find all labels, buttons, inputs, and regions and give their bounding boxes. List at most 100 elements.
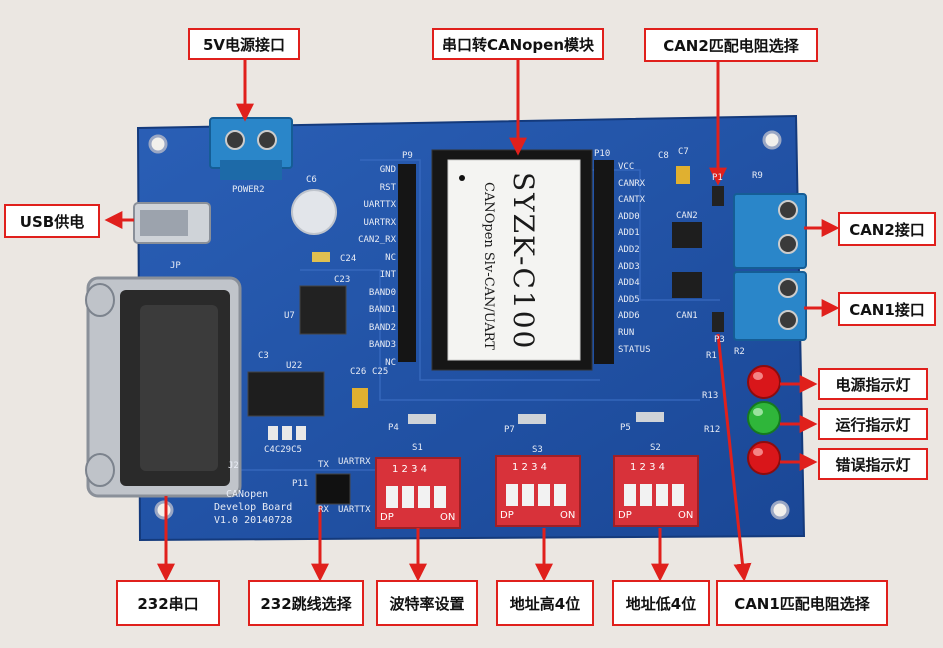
silk-p4: P4 (388, 423, 399, 433)
p9-pins-label: UARTTX (363, 200, 396, 210)
mounting-hole (770, 500, 790, 520)
callout-serial232: 232串口 (116, 580, 220, 626)
arrow-can1-term (716, 333, 752, 582)
p9-pins-label: RST (379, 182, 396, 193)
can1-transceiver (672, 272, 702, 298)
capacitor-c6 (291, 189, 337, 235)
silk-r2: R2 (734, 347, 745, 357)
callout-power5v: 5V电源接口 (188, 28, 300, 60)
callout-baud: 波特率设置 (376, 580, 478, 626)
silk-c25: C25 (372, 367, 389, 377)
silk-p3: P3 (714, 335, 725, 345)
dip-numbers-addr-high: 1 2 3 4 (512, 462, 547, 473)
callout-usb: USB供电 (4, 204, 100, 238)
p10-pins-label: CANRX (618, 178, 646, 189)
p10-pins-label: ADD4 (618, 278, 640, 289)
p9-pins-label: BAND3 (368, 340, 396, 350)
silk-s1: S1 (412, 443, 423, 453)
header-p9 (398, 164, 416, 362)
p9-pins-label: NC (385, 252, 396, 263)
silk-p10: P10 (594, 149, 611, 159)
silk-board-desc: Develop Board (214, 502, 293, 513)
dip-dp-addr-low: DP (618, 510, 632, 521)
run-led (747, 401, 781, 435)
silk-tx: TX (318, 460, 329, 470)
silk-c24: C24 (340, 254, 357, 264)
module-model-text: SYZK-C100 (507, 172, 540, 351)
silk-p11: P11 (292, 479, 309, 489)
error-led (747, 441, 781, 475)
silk-j2: J2 (228, 461, 239, 471)
silk-p7: P7 (504, 425, 515, 435)
silk-c4c29c5: C4C29C5 (264, 445, 302, 455)
p9-pins-label: CAN2_RX (358, 235, 396, 245)
silk-r13: R13 (702, 391, 719, 401)
silk-c6: C6 (306, 175, 317, 185)
ic-u22 (247, 371, 325, 417)
silk-r9: R9 (752, 171, 763, 181)
mounting-hole (762, 130, 782, 150)
mounting-hole (148, 134, 168, 154)
dip-on-addr-low: ON (678, 510, 694, 521)
callout-addr-high: 地址高4位 (496, 580, 594, 626)
silk-c3: C3 (258, 351, 269, 361)
module-desc-text: CANOpen Slv-CAN/UART (481, 182, 496, 350)
p9-pins-label: BAND0 (368, 287, 396, 298)
silk-c23: C23 (334, 275, 351, 285)
silk-uarttx: UARTTX (338, 505, 371, 515)
p9-pins-label: BAND1 (368, 305, 396, 315)
p10-pins-label: RUN (618, 328, 635, 338)
silk-c26: C26 (350, 367, 367, 377)
silk-c8: C8 (658, 151, 669, 161)
callout-module: 串口转CANopen模块 (432, 28, 604, 60)
p10-pins-label: ADD0 (618, 211, 640, 222)
p10-pins-label: VCC (618, 162, 635, 172)
silk-r12: R12 (704, 425, 721, 435)
p10-pins-label: ADD3 (618, 261, 640, 272)
silk-can1: CAN1 (676, 311, 698, 321)
callout-can1-term: CAN1匹配电阻选择 (716, 580, 888, 626)
dip-on-addr-high: ON (560, 510, 576, 521)
p10-pins-label: ADD6 (618, 311, 640, 322)
silk-s2: S2 (650, 443, 661, 453)
p9-pins-label: UARTRX (363, 217, 396, 228)
mounting-hole (154, 500, 174, 520)
silk-power2: POWER2 (232, 185, 265, 195)
module-label (447, 159, 581, 361)
callout-can1-port: CAN1接口 (838, 292, 936, 326)
callout-power-led: 电源指示灯 (818, 368, 928, 400)
callout-can2-port: CAN2接口 (838, 212, 936, 246)
power-led (747, 365, 781, 399)
p10-pins-label: CANTX (618, 195, 646, 206)
p9-pins-label: INT (379, 270, 396, 280)
silk-u22: U22 (286, 361, 303, 371)
dip-on-baud: ON (440, 512, 456, 523)
callout-jumper232: 232跳线选择 (248, 580, 364, 626)
silk-p5: P5 (620, 423, 631, 433)
dip-dp-baud: DP (380, 512, 394, 523)
silk-uartrx: UARTRX (338, 457, 371, 467)
silk-rx: RX (318, 505, 329, 515)
silk-u7: U7 (284, 311, 295, 321)
callout-addr-low: 地址低4位 (612, 580, 710, 626)
silk-s3: S3 (532, 445, 543, 455)
p9-pins-label: NC (385, 357, 396, 368)
p9-pins-label: GND (379, 165, 396, 175)
silk-p9: P9 (402, 151, 413, 161)
dip-numbers-baud: 1 2 3 4 (392, 464, 427, 475)
callout-can2-term: CAN2匹配电阻选择 (644, 28, 818, 62)
p10-pins-label: ADD5 (618, 294, 640, 305)
silk-c7: C7 (678, 147, 689, 157)
silk-board-ver: V1.0 20140728 (214, 515, 293, 526)
p10-pins-label: STATUS (618, 344, 651, 355)
jumper-p11 (315, 473, 351, 505)
silk-jp: JP (170, 261, 181, 271)
p10-pins-label: ADD2 (618, 245, 640, 255)
callout-run-led: 运行指示灯 (818, 408, 928, 440)
regulator-u7 (299, 285, 347, 335)
dip-dp-addr-high: DP (500, 510, 514, 521)
p10-pins-label: ADD1 (618, 228, 640, 239)
header-p10 (594, 160, 614, 364)
